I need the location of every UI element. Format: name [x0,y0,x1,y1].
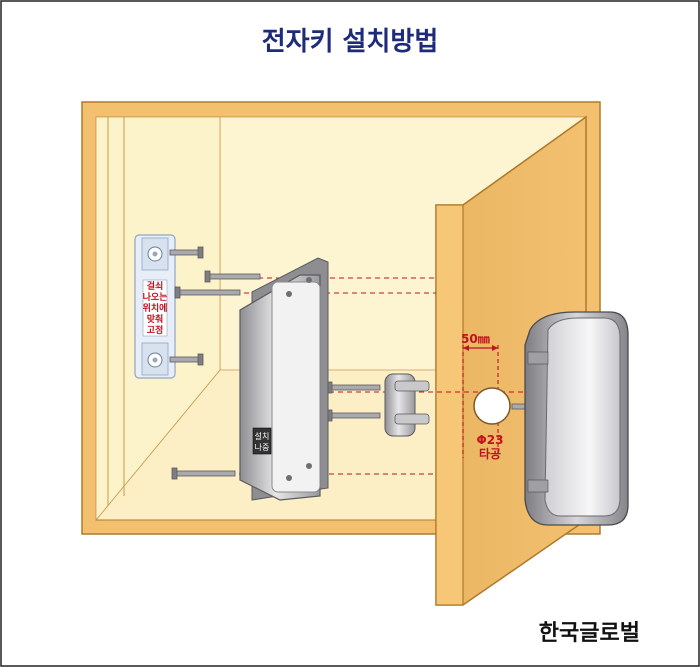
screw-icon [511,403,527,410]
screw-icon [169,246,204,259]
spacer-block [384,373,430,437]
offset-label: 50㎜ [461,332,490,346]
screw-icon [169,353,204,366]
lock-tag [252,427,272,455]
strike-bracket: 걸쇠 나오는 위치에 맞춰 고정 [134,234,176,379]
page-title: 전자키 설치방법 [262,27,439,57]
bracket-label-line-5: 고정 [147,324,164,336]
lock-tag-line-1: 설치 [255,431,270,441]
outer-handset [524,311,629,526]
lock-tag-line-2: 나중 [255,443,270,452]
screw-icon [174,286,241,299]
hole-action-label: 타공 [479,446,501,461]
door-hole: Φ23 타공 [473,387,511,461]
offset-dimension: 50㎜ [461,332,498,351]
bracket-label-line-3: 위치에 [143,302,168,314]
bracket-label-line-1: 걸쇠 [147,280,164,292]
screws [169,246,527,480]
brand-logo: 한국글로벌 [539,620,640,646]
screw-icon [326,409,381,422]
lock-body: 설치 나중 [239,257,329,501]
hole-diameter-label: Φ23 [477,433,504,447]
bracket-label-line-4: 맞춰 [147,313,164,325]
screw-icon [204,270,261,283]
screw-icon [171,467,236,480]
bracket-label-line-2: 나오는 [143,291,168,303]
